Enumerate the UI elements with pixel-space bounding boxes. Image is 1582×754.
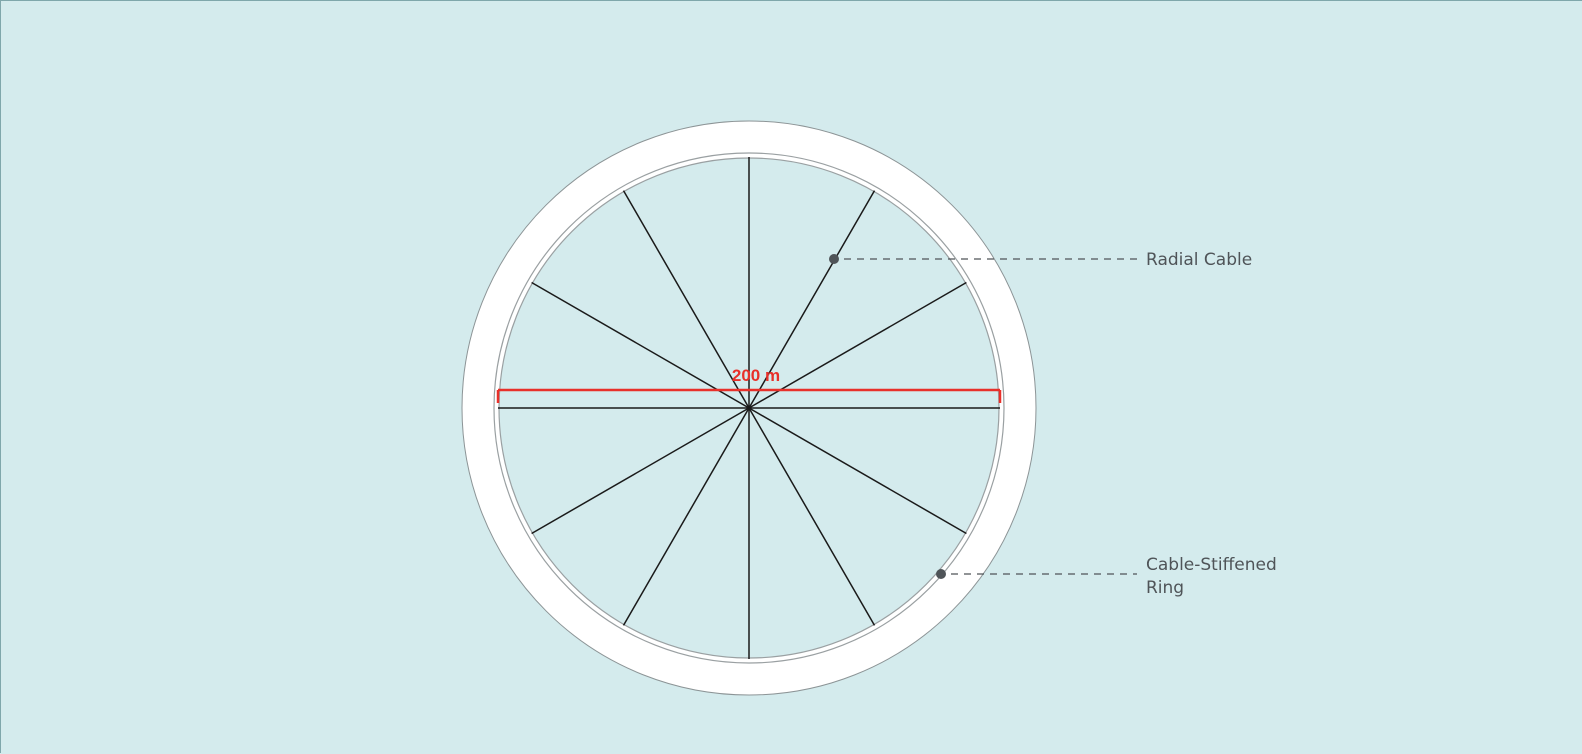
radial-cable-3 — [748, 190, 876, 409]
radial-cables-group — [498, 157, 1000, 659]
callout-label-ring-line-1: Cable-Stiffened — [1146, 555, 1277, 575]
radial-cable-6 — [531, 281, 750, 409]
callout-radial-cable: Radial Cable — [829, 250, 1252, 270]
callout-ring: Cable-Stiffened Ring — [936, 555, 1277, 598]
radial-cable-12 — [748, 407, 967, 535]
callout-label-radial-cable: Radial Cable — [1146, 250, 1252, 270]
dimension-label: 200 m — [732, 366, 780, 385]
callout-dot-ring — [936, 569, 946, 579]
radial-cable-5 — [622, 190, 750, 409]
radial-cable-8 — [531, 407, 750, 535]
radial-cable-2 — [748, 281, 967, 409]
radial-cable-9 — [622, 407, 750, 626]
diameter-dimension: 200 m — [496, 366, 1002, 403]
callout-label-ring-line-2: Ring — [1146, 578, 1184, 598]
radial-cable-11 — [748, 407, 876, 626]
callout-dot-radial-cable — [829, 254, 839, 264]
